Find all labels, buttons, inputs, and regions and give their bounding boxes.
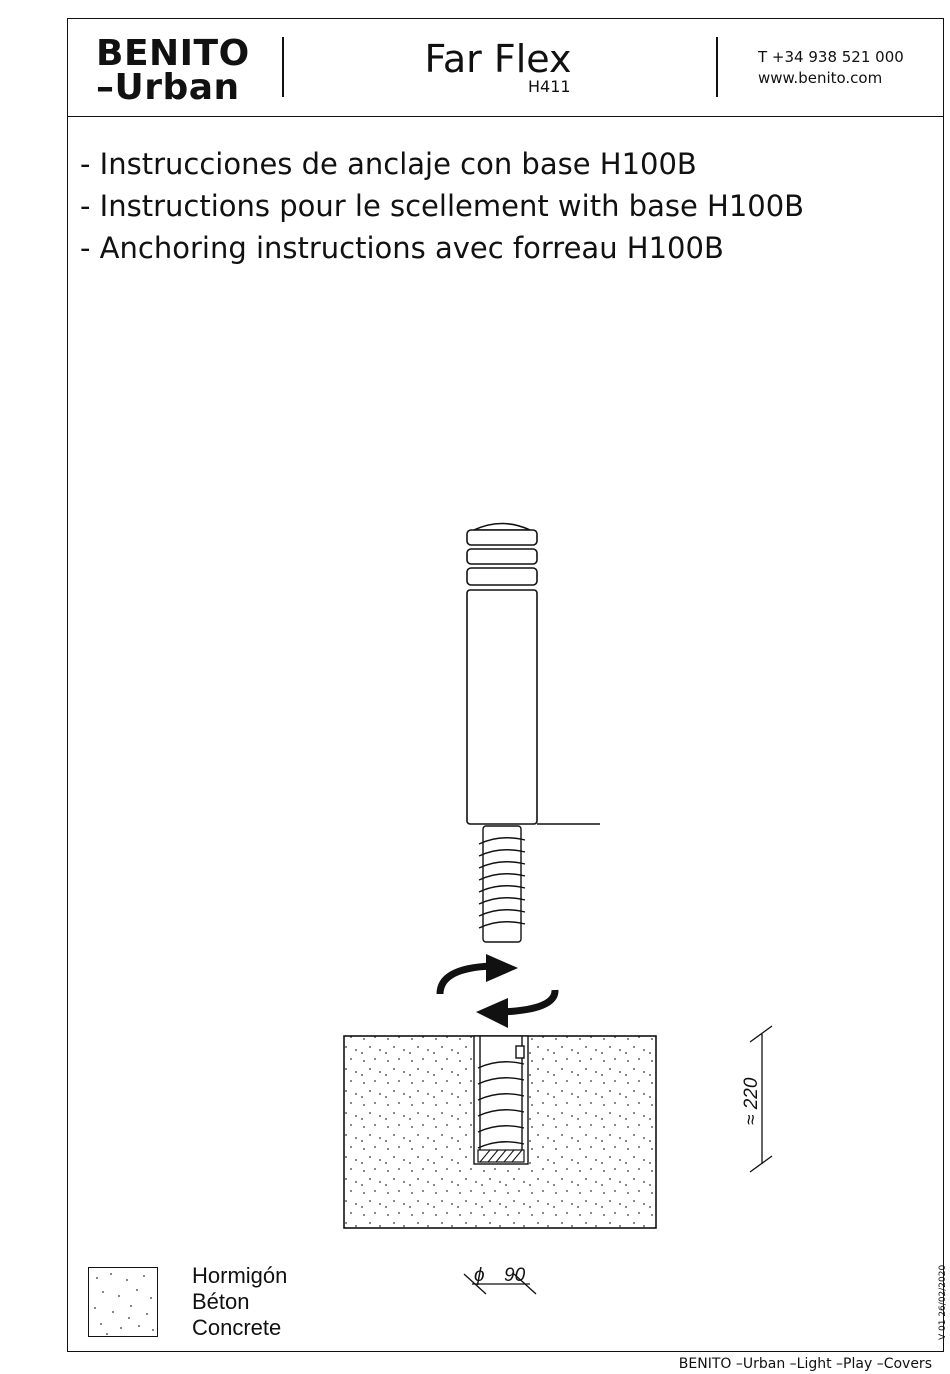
header: BENITO –Urban Far Flex H411 T +34 938 52… — [68, 19, 943, 117]
product-model: H411 — [528, 77, 571, 96]
threaded-anchor — [478, 825, 526, 943]
diameter-value: 90 — [504, 1265, 526, 1286]
arrow-head-right-icon — [486, 954, 518, 982]
legend-labels: Hormigón Béton Concrete — [192, 1263, 287, 1341]
legend-en: Concrete — [192, 1315, 282, 1340]
phone-number: T +34 938 521 000 — [758, 48, 904, 66]
bollard-ring-2 — [466, 548, 538, 565]
footer-brands: BENITO –Urban –Light –Play –Covers — [678, 1356, 932, 1372]
bollard-body — [466, 589, 538, 825]
legend-es: Hormigón — [192, 1263, 288, 1288]
instruction-list: - Instrucciones de anclaje con base H100… — [80, 143, 804, 269]
diameter-symbol: ϕ — [474, 1265, 485, 1286]
bollard-dome — [473, 522, 531, 531]
version-stamp: V 01 26/02/2020 — [938, 1264, 948, 1340]
bollard-ring-3 — [466, 567, 538, 586]
concrete-swatch-pattern — [94, 1273, 154, 1335]
website-link[interactable]: www.benito.com — [758, 69, 883, 87]
document-frame: BENITO –Urban Far Flex H411 T +34 938 52… — [67, 18, 944, 1352]
instruction-es: - Instrucciones de anclaje con base H100… — [80, 147, 697, 181]
instruction-en: - Anchoring instructions avec forreau H1… — [80, 231, 724, 265]
bollard-ring-1 — [466, 529, 538, 546]
arrow-head-left-icon — [476, 998, 508, 1028]
diameter-dimension — [463, 1273, 537, 1295]
header-divider-left — [282, 37, 284, 97]
base-sleeve — [477, 1036, 525, 1160]
logo-line-2: –Urban — [96, 67, 240, 108]
rotation-arrows-icon — [436, 962, 559, 1016]
bollard-head — [466, 522, 538, 586]
product-title: Far Flex — [424, 37, 572, 81]
legend-fr: Béton — [192, 1289, 250, 1314]
depth-label: ≈ 220 — [741, 1077, 762, 1125]
logo-line-1: BENITO — [96, 33, 250, 74]
depth-dimension — [749, 1025, 773, 1173]
concrete-swatch — [88, 1267, 158, 1337]
contact-block: T +34 938 521 000 www.benito.com — [758, 47, 904, 89]
brand-logo: BENITO –Urban — [96, 33, 250, 108]
header-divider-right — [716, 37, 718, 97]
instruction-fr: - Instructions pour le scellement with b… — [80, 189, 805, 223]
